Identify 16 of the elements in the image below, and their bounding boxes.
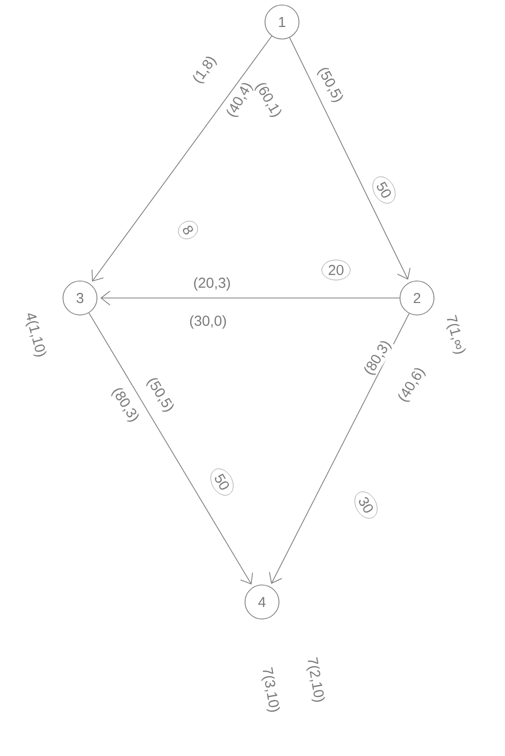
circled-number: 8	[178, 220, 198, 240]
arrow	[92, 36, 272, 282]
arrow	[289, 37, 410, 280]
arrow	[100, 290, 400, 306]
circled-number: 50	[210, 468, 234, 496]
node-annotation: 7(1,∞)	[446, 314, 466, 354]
flow-label: (30,0)	[188, 314, 228, 330]
node-annotation: 7(2,10)	[306, 657, 325, 702]
node-annotation: 4(1,10)	[26, 313, 46, 357]
arrow	[88, 312, 253, 584]
edge-label: (20,3)	[194, 277, 230, 291]
circled-number: 50	[372, 176, 396, 204]
circled-number: 30	[354, 492, 378, 518]
arrow	[269, 313, 410, 584]
circled-number: 20	[322, 260, 350, 280]
node-annotation: 7(3,10)	[261, 667, 280, 712]
